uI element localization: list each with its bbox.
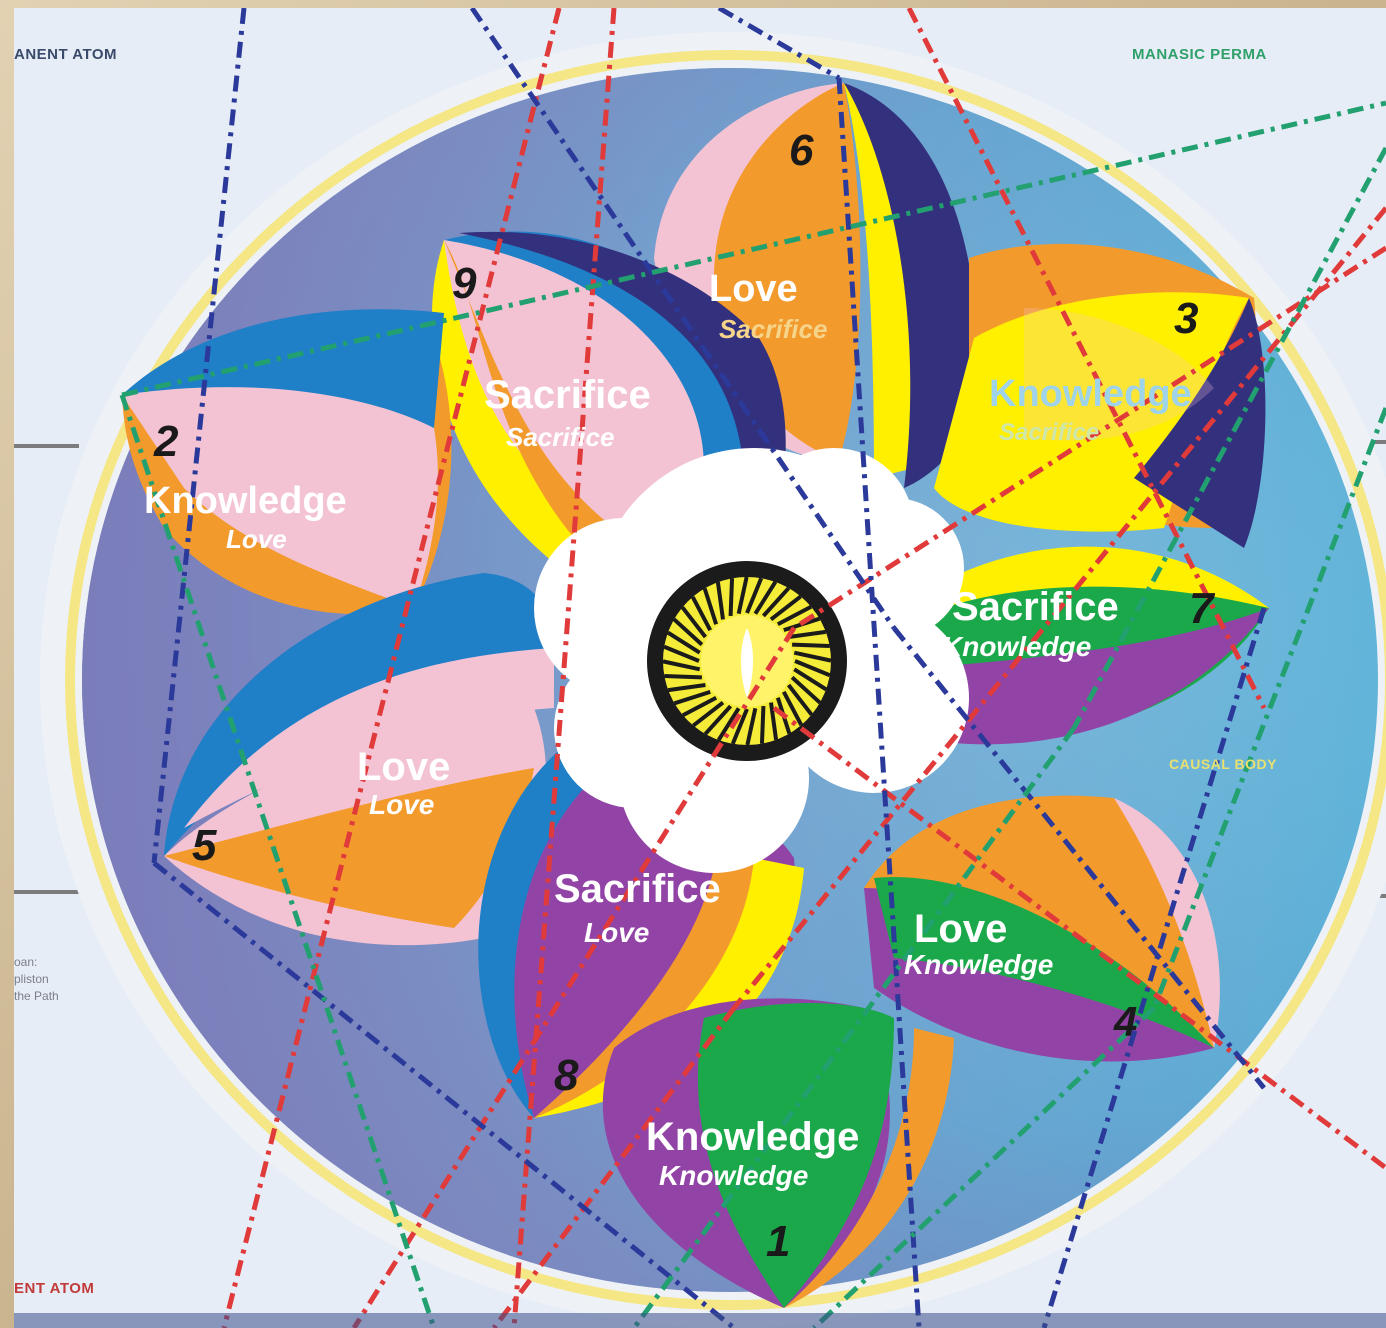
jewel-ray — [664, 676, 702, 677]
petal-6-main: Love — [709, 268, 798, 310]
petal-4-main: Love — [914, 907, 1007, 951]
petal-6-sub: Sacrifice — [719, 314, 827, 344]
jewel-ray — [792, 645, 830, 646]
bottom-left-label: ENT ATOM — [14, 1280, 94, 1297]
jewel-ray — [762, 706, 763, 744]
top-right-label: MANASIC PERMA — [1132, 46, 1267, 63]
diagram-panel: 6 Love Sacrifice 9 Sacrifice Sacrifice 3… — [14, 8, 1386, 1328]
petal-9-main: Sacrifice — [484, 373, 651, 417]
petal-4-number: 4 — [1113, 998, 1137, 1045]
side-caption-line-2: pliston — [14, 971, 59, 988]
petal-8-sub: Love — [584, 917, 649, 948]
petal-3-sub: Sacrifice — [999, 419, 1099, 446]
petal-2-sub: Love — [226, 524, 287, 554]
petal-3-number: 3 — [1174, 294, 1198, 343]
petal-9-sub: Sacrifice — [506, 422, 614, 452]
petal-5-sub: Love — [369, 789, 434, 820]
side-caption: oan: pliston the Path — [14, 954, 59, 1005]
petal-7-number: 7 — [1189, 584, 1216, 633]
petal-9-number: 9 — [452, 259, 477, 308]
petal-2-number: 2 — [153, 417, 179, 466]
causal-body-label: CAUSAL BODY — [1169, 756, 1277, 772]
petal-1-number: 1 — [766, 1217, 790, 1266]
petal-7-main: Sacrifice — [952, 585, 1119, 629]
petal-3-main: Knowledge — [989, 373, 1192, 415]
central-jewel — [647, 561, 847, 761]
bottom-strip — [14, 1313, 1386, 1328]
petal-4-sub: Knowledge — [904, 949, 1053, 980]
petal-2-main: Knowledge — [144, 480, 347, 522]
petal-6-number: 6 — [789, 126, 814, 175]
petal-5-number: 5 — [192, 821, 217, 870]
petal-1-main: Knowledge — [646, 1115, 859, 1159]
petal-5-main: Love — [357, 745, 450, 789]
petal-8-number: 8 — [554, 1051, 579, 1100]
side-caption-line-3: the Path — [14, 988, 59, 1005]
petal-8-main: Sacrifice — [554, 867, 721, 911]
side-caption-line-1: oan: — [14, 954, 59, 971]
petal-1-sub: Knowledge — [659, 1160, 808, 1191]
petal-7-sub: Knowledge — [942, 631, 1091, 662]
egoic-lotus-diagram: 6 Love Sacrifice 9 Sacrifice Sacrifice 3… — [14, 8, 1386, 1328]
jewel-ray — [731, 578, 732, 616]
top-left-label: ANENT ATOM — [14, 46, 117, 63]
